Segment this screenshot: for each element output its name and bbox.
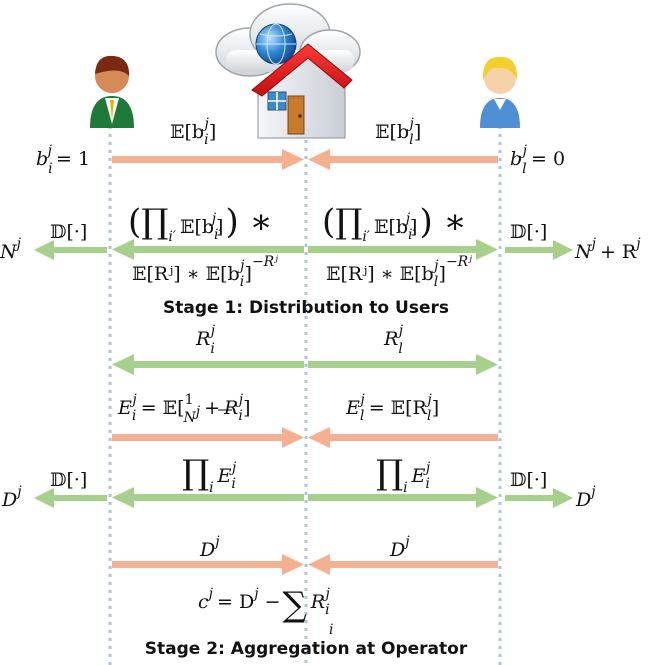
right-random-label: Rlj [383, 323, 404, 357]
right-result-label: Nj+ Rj [574, 236, 641, 263]
right-share-to-operator-arrow [308, 427, 498, 448]
left-product-of-shares: ∏iEij [182, 453, 237, 496]
right-aggregate-share-label: Dj [389, 534, 410, 561]
left-decrypt-label: 𝔻[·] [50, 221, 87, 243]
right-product-tail: 𝔼[Rʲ] ∗ 𝔼[blj]−Rʲ [326, 254, 472, 290]
operator-to-right-product-arrow [308, 487, 498, 508]
operator-to-left-product-arrow [112, 487, 304, 508]
right-decrypt-arrow-stage2 [505, 488, 573, 508]
right-product-expression: (∏i′𝔼[bi′j]) ∗ [322, 202, 467, 245]
sum-index: i [329, 622, 333, 638]
operator-to-right-arrow [308, 239, 498, 260]
stage1-title: Stage 1: Distribution to Users [163, 298, 449, 318]
left-encrypted-bit-label: 𝔼[bij] [170, 116, 216, 148]
operator-to-left-arrow [112, 239, 304, 260]
stage2-title: Stage 2: Aggregation at Operator [145, 639, 468, 659]
left-decrypt-label-stage2: 𝔻[·] [50, 469, 87, 491]
left-aggregate-label: Dj [1, 484, 22, 511]
left-aggregate-to-operator-arrow [112, 554, 304, 575]
left-bit-label: bij= 1 [36, 143, 90, 177]
right-to-operator-arrow [308, 149, 498, 170]
right-decrypt-label: 𝔻[·] [510, 221, 547, 243]
house-cloud-icon [215, 3, 361, 139]
left-to-operator-arrow [112, 149, 304, 170]
right-aggregate-to-operator-arrow [308, 554, 498, 575]
globe-icon [255, 23, 297, 65]
house-icon [251, 43, 353, 139]
right-decrypt-arrow [505, 240, 573, 260]
right-aggregate-label: Dj [575, 484, 596, 511]
left-aggregate-share-label: Dj [199, 534, 220, 561]
user-icon [90, 55, 134, 128]
final-count-equation: cj= Dj−∑Rij [198, 585, 331, 625]
left-result-label: Nj [0, 236, 22, 263]
operator-to-right-random-arrow [308, 354, 498, 375]
left-product-tail: 𝔼[Rʲ] ∗ 𝔼[bij]−Rʲ [132, 254, 278, 290]
operator-to-left-random-arrow [112, 354, 304, 375]
right-encrypted-share-label: Elj= 𝔼[Rlj] [345, 392, 439, 424]
right-bit-label: blj= 0 [510, 143, 565, 177]
left-decrypt-arrow [34, 240, 107, 260]
right-encrypted-bit-label: 𝔼[blj] [375, 116, 421, 148]
left-random-label: Rij [195, 323, 216, 357]
user-icon [480, 56, 520, 128]
left-share-to-operator-arrow [112, 427, 304, 448]
right-decrypt-label-stage2: 𝔻[·] [510, 469, 547, 491]
left-product-expression: (∏i′𝔼[bi′j]) ∗ [128, 202, 273, 245]
left-decrypt-arrow-stage2 [34, 488, 107, 508]
right-product-of-shares: ∏iEij [376, 453, 431, 496]
